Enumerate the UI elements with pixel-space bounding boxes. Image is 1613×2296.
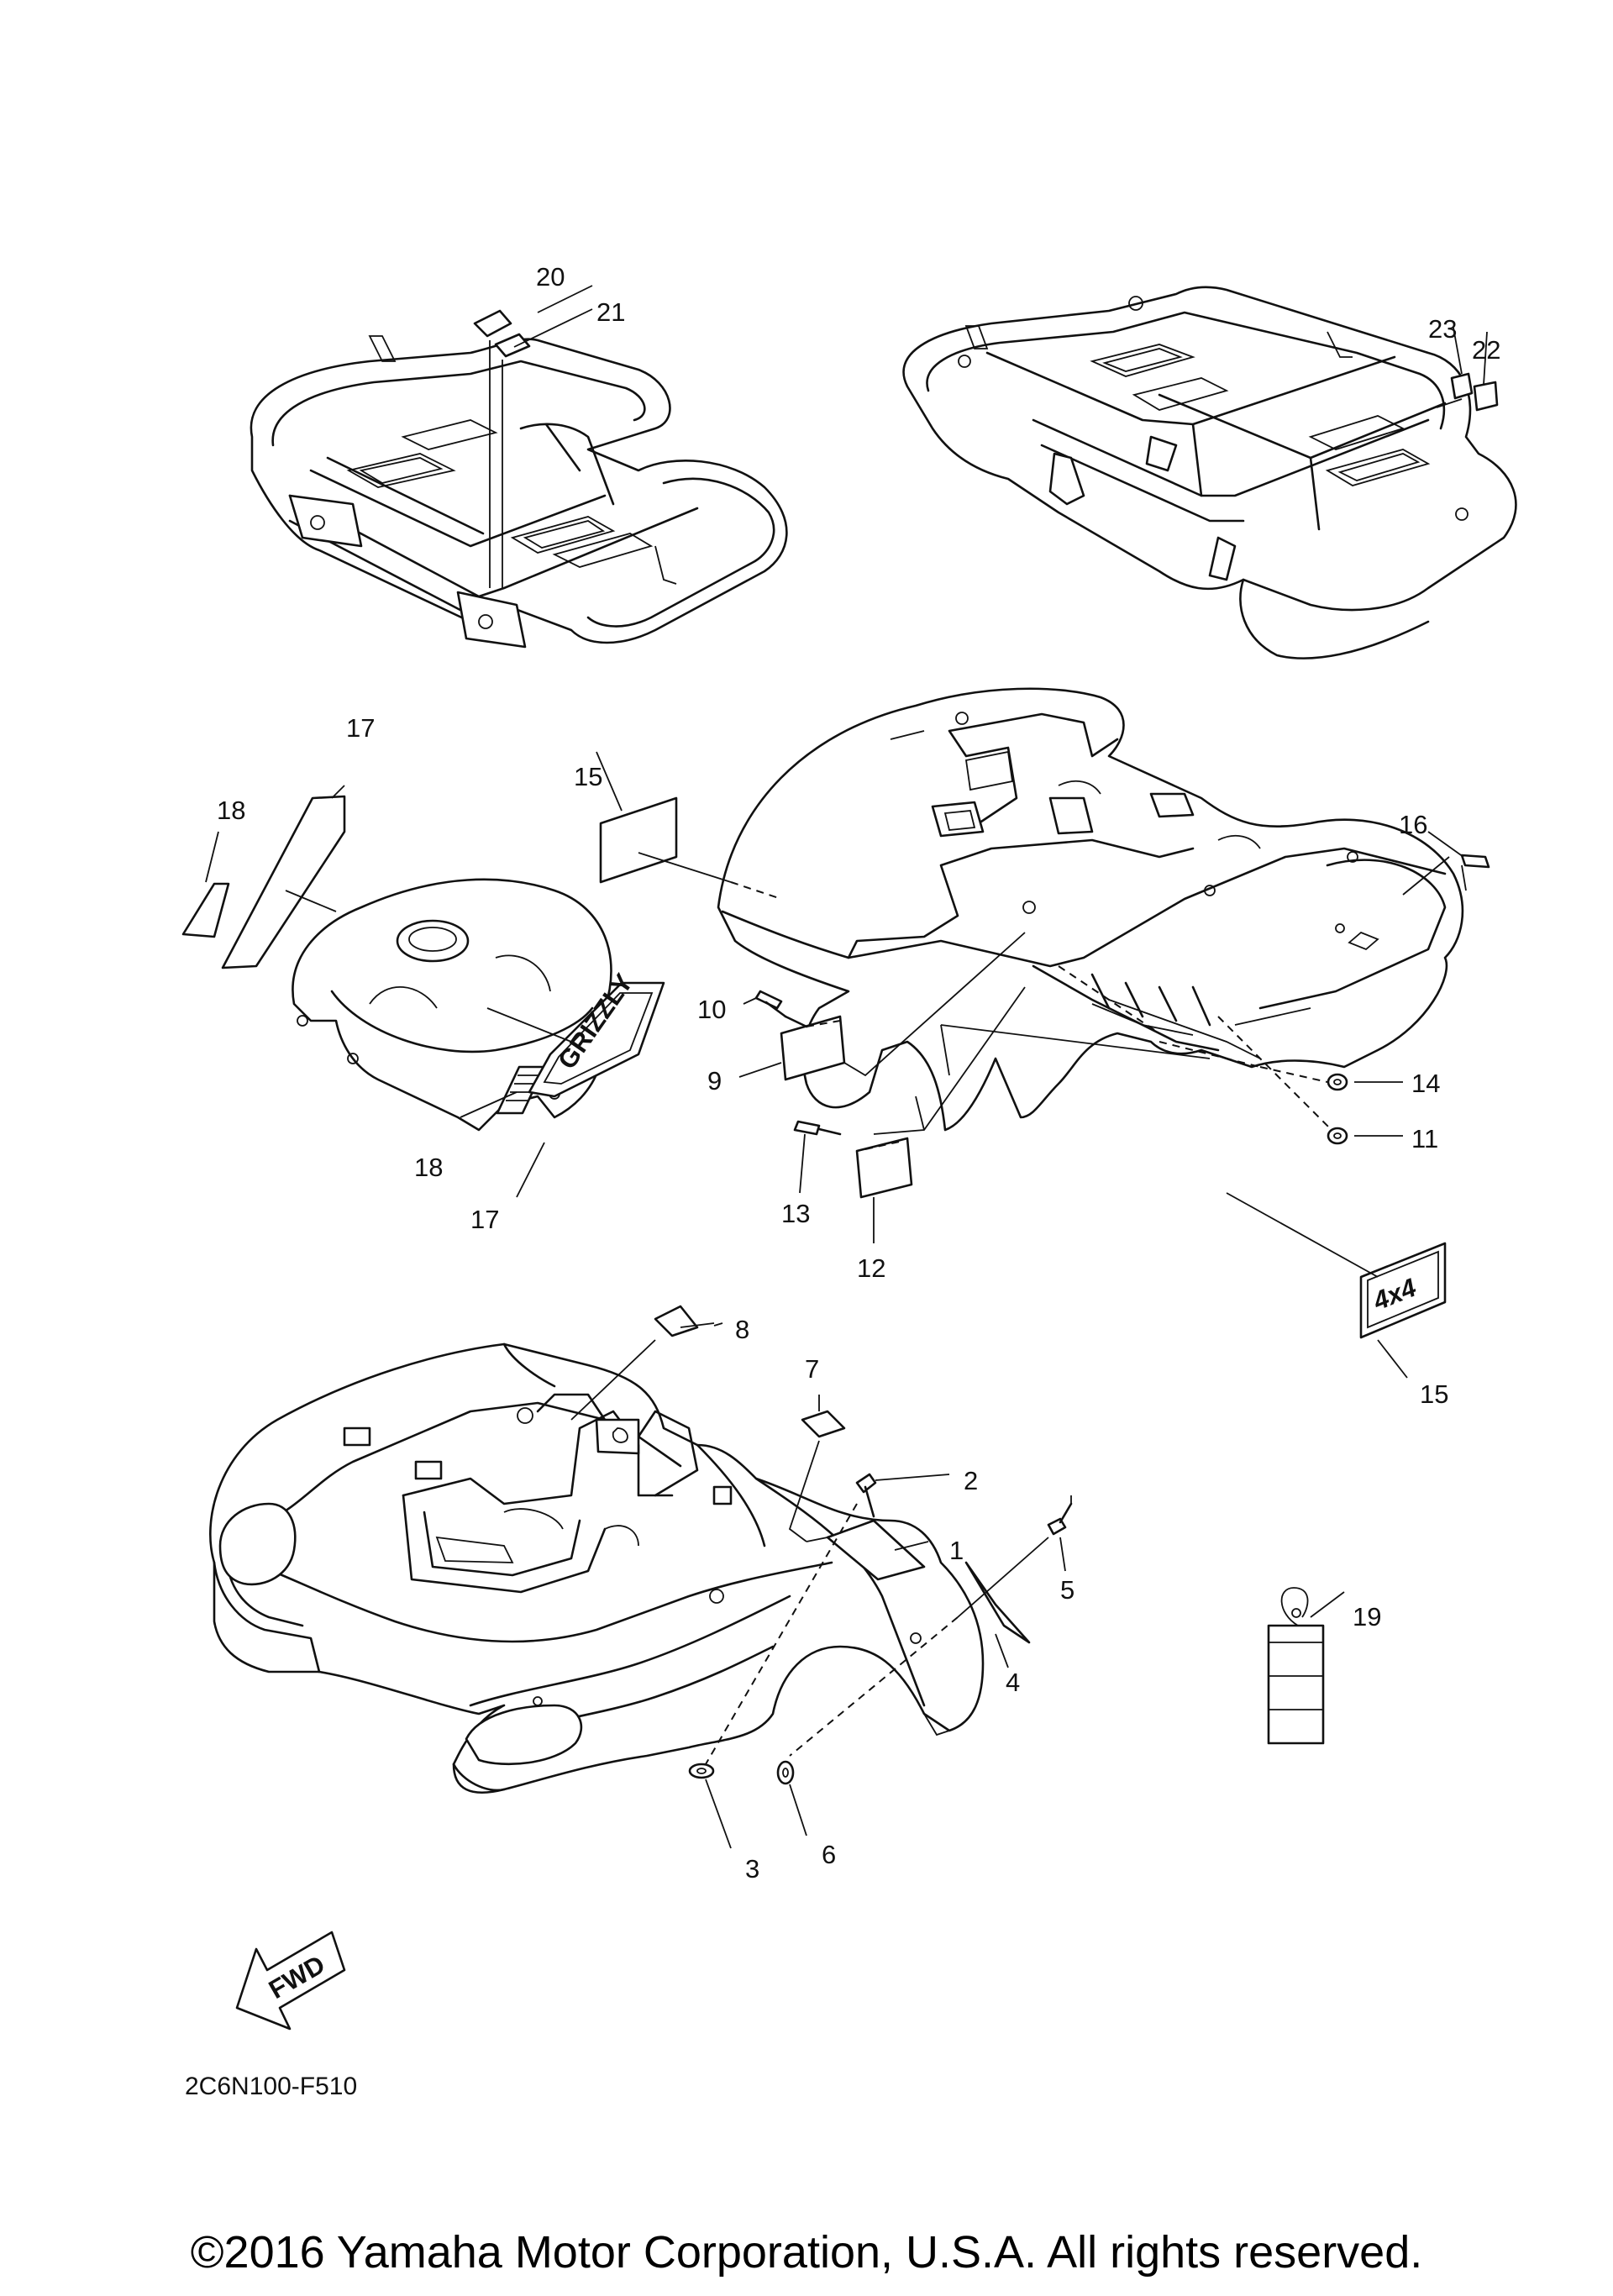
callout-17-lower: 17 [470, 1205, 499, 1234]
washer-14[interactable] [1327, 1073, 1348, 1091]
rivet-2[interactable] [855, 1473, 950, 1518]
rivet-10[interactable] [754, 990, 808, 1028]
callout-16: 16 [1399, 810, 1427, 839]
callout-2: 2 [964, 1466, 978, 1495]
rivet-13[interactable] [793, 1120, 842, 1136]
decal-15-upper[interactable] [599, 796, 678, 884]
callout-18-upper: 18 [217, 796, 245, 825]
front-carrier[interactable] [250, 335, 788, 649]
decal-18-upper[interactable] [181, 882, 230, 938]
decal-23[interactable] [1450, 372, 1474, 400]
decal-17-upper[interactable] [221, 795, 346, 969]
washer-3[interactable] [688, 1763, 715, 1779]
decal-7[interactable] [801, 1410, 846, 1438]
decal-22[interactable] [1473, 381, 1499, 412]
callout-18-lower: 18 [414, 1153, 443, 1182]
rear-fender[interactable] [717, 687, 1464, 1132]
callout-8: 8 [735, 1315, 749, 1344]
copyright-footer: ©2016 Yamaha Motor Corporation, U.S.A. A… [190, 2227, 1423, 2278]
tag-19[interactable] [1267, 1587, 1325, 1745]
decal-16[interactable] [1460, 854, 1490, 869]
decal-4[interactable] [964, 1561, 1031, 1644]
callout-4: 4 [1006, 1668, 1020, 1697]
callout-3: 3 [745, 1854, 759, 1884]
callout-19: 19 [1353, 1602, 1381, 1631]
callout-12: 12 [857, 1253, 885, 1283]
washer-6[interactable] [776, 1760, 795, 1785]
callout-23: 23 [1428, 314, 1457, 344]
callout-5: 5 [1060, 1575, 1074, 1605]
callout-1: 1 [949, 1536, 964, 1565]
callout-9: 9 [707, 1066, 722, 1095]
decal-21[interactable] [494, 333, 531, 358]
decal-8[interactable] [654, 1305, 699, 1337]
plate-12[interactable] [855, 1137, 913, 1199]
washer-11[interactable] [1327, 1127, 1348, 1145]
decal-1[interactable] [826, 1519, 926, 1581]
callout-21: 21 [596, 297, 625, 327]
callout-6: 6 [822, 1840, 836, 1869]
callout-14: 14 [1411, 1069, 1440, 1098]
rivet-5[interactable] [1047, 1502, 1073, 1572]
callout-17-upper: 17 [346, 713, 375, 743]
drawing-code: 2C6N100-F510 [185, 2073, 357, 2100]
callout-15-upper: 15 [574, 762, 602, 791]
callout-11: 11 [1411, 1124, 1438, 1153]
fwd-arrow: FWD [235, 1931, 346, 2031]
decal-20[interactable] [473, 309, 512, 338]
callout-20: 20 [536, 262, 565, 292]
rear-carrier[interactable] [902, 286, 1517, 659]
front-fender[interactable] [209, 1342, 985, 1794]
callout-7: 7 [805, 1354, 819, 1384]
callout-22: 22 [1472, 335, 1500, 365]
callout-15-lower: 15 [1420, 1379, 1448, 1409]
emblem-4x4[interactable]: 4x4 [1359, 1242, 1447, 1339]
callout-10: 10 [697, 995, 726, 1024]
callout-13: 13 [781, 1199, 810, 1228]
